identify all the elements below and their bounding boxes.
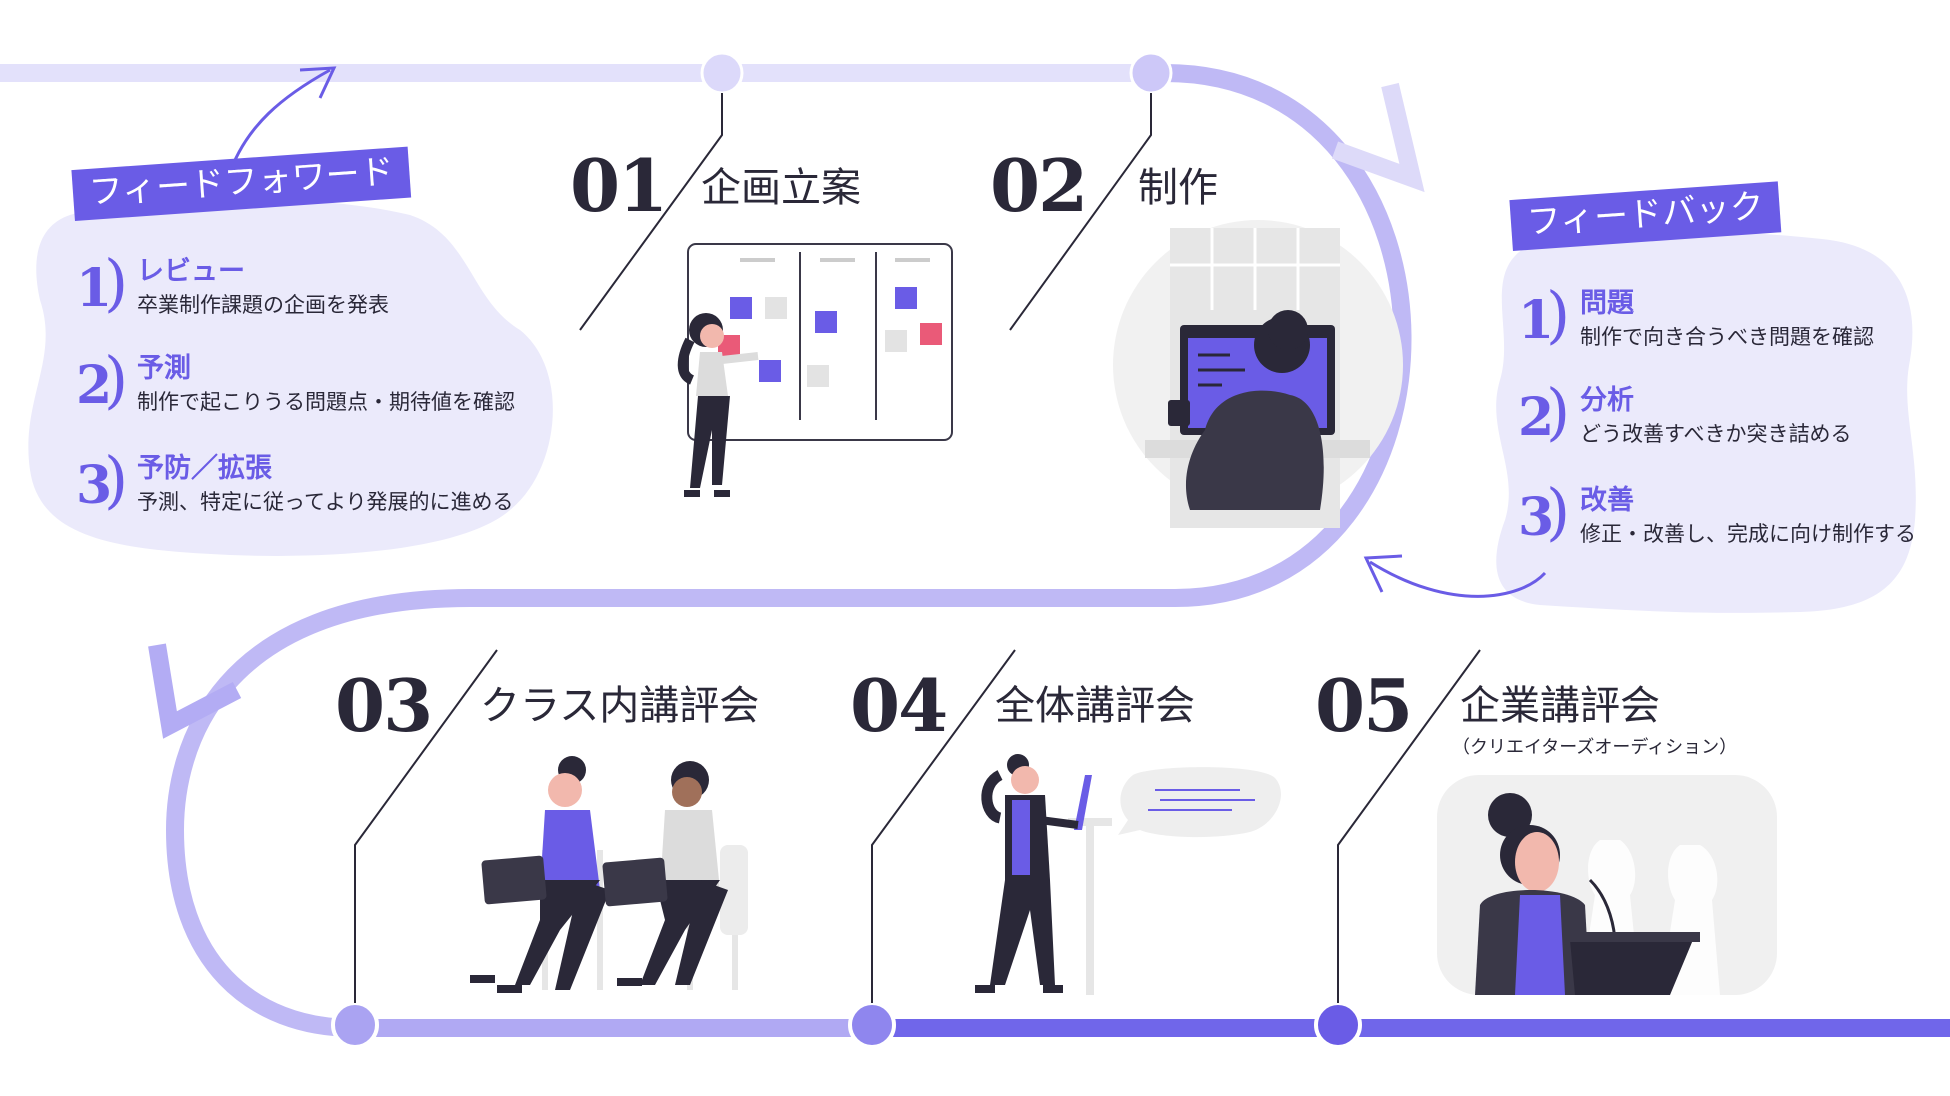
connector-04 bbox=[871, 649, 1016, 1003]
feedback-item-2-paren: ) bbox=[1546, 375, 1571, 448]
step-02-number: 02 bbox=[990, 143, 1088, 228]
feedforward-item-2-heading: 予測 bbox=[137, 353, 191, 384]
kanban-board-illustration bbox=[677, 243, 953, 497]
flow-track-right-loop bbox=[165, 64, 1412, 1037]
feedforward-item-3-text: 予測、特定に従ってより発展的に進める bbox=[137, 490, 514, 514]
coding-illustration bbox=[1113, 220, 1403, 528]
feedforward-item-2-number: 2 bbox=[76, 355, 113, 416]
loop-arrow-left bbox=[148, 643, 242, 739]
node-step-05 bbox=[1314, 1001, 1362, 1049]
step-03-title: クラス内講評会 bbox=[480, 683, 760, 729]
feedback-item-3-paren: ) bbox=[1546, 475, 1571, 548]
feedback-item-1-heading: 問題 bbox=[1580, 288, 1634, 319]
node-step-02 bbox=[1129, 51, 1173, 95]
feedback-item-3-text: 修正・改善し、完成に向け制作する bbox=[1580, 522, 1916, 546]
feedback-item-2-heading: 分析 bbox=[1580, 385, 1634, 416]
connector-05 bbox=[1337, 649, 1481, 1003]
feedforward-item-1-paren: ) bbox=[104, 246, 129, 319]
feedforward-item-1-number: 1 bbox=[76, 258, 113, 319]
connector-02 bbox=[1009, 93, 1152, 331]
connector-03 bbox=[354, 649, 498, 1003]
feedforward-item-1-heading: レビュー bbox=[137, 256, 245, 287]
feedforward-arrowhead bbox=[299, 66, 337, 99]
feedforward-item-2-text: 制作で起こりうる問題点・期待値を確認 bbox=[137, 390, 515, 414]
feedback-item-2-number: 2 bbox=[1518, 387, 1555, 448]
feedforward-item-3-heading: 予防／拡張 bbox=[137, 453, 272, 484]
feedback-item-1-number: 1 bbox=[1518, 290, 1555, 351]
feedback-blob bbox=[1496, 231, 1916, 613]
feedforward-item-2-paren: ) bbox=[104, 343, 129, 416]
audition-illustration bbox=[1437, 775, 1777, 995]
connector-01 bbox=[579, 93, 723, 331]
feedforward-blob bbox=[28, 198, 553, 556]
feedback-item-1-text: 制作で向き合うべき問題を確認 bbox=[1580, 325, 1874, 349]
step-04-title: 全体講評会 bbox=[995, 683, 1195, 729]
step-04-number: 04 bbox=[850, 663, 948, 748]
node-step-04 bbox=[848, 1001, 896, 1049]
feedforward-item-1-text: 卒業制作課題の企画を発表 bbox=[137, 293, 389, 317]
feedback-item-2-text: どう改善すべきか突き詰める bbox=[1580, 422, 1852, 446]
feedforward-item-3-number: 3 bbox=[76, 455, 113, 516]
feedback-arrow bbox=[1369, 560, 1547, 598]
step-05-title: 企業講評会 bbox=[1460, 683, 1660, 729]
class-review-illustration bbox=[470, 756, 748, 993]
feedback-item-3-number: 3 bbox=[1518, 487, 1555, 548]
loop-arrow-top-right bbox=[1331, 82, 1425, 193]
step-05-subtitle: （クリエイターズオーディション） bbox=[1452, 737, 1738, 758]
feedforward-item-3-paren: ) bbox=[104, 443, 129, 516]
step-01-title: 企画立案 bbox=[701, 165, 861, 211]
feedback-item-3-heading: 改善 bbox=[1580, 485, 1634, 516]
step-05-number: 05 bbox=[1315, 663, 1413, 748]
feedback-arrowhead bbox=[1363, 554, 1403, 593]
step-02-title: 制作 bbox=[1138, 165, 1218, 211]
node-step-01 bbox=[700, 51, 744, 95]
step-03-number: 03 bbox=[335, 663, 433, 748]
feedback-item-1-paren: ) bbox=[1546, 278, 1571, 351]
step-01-number: 01 bbox=[570, 143, 668, 228]
node-step-03 bbox=[331, 1001, 379, 1049]
presentation-illustration bbox=[975, 754, 1281, 995]
